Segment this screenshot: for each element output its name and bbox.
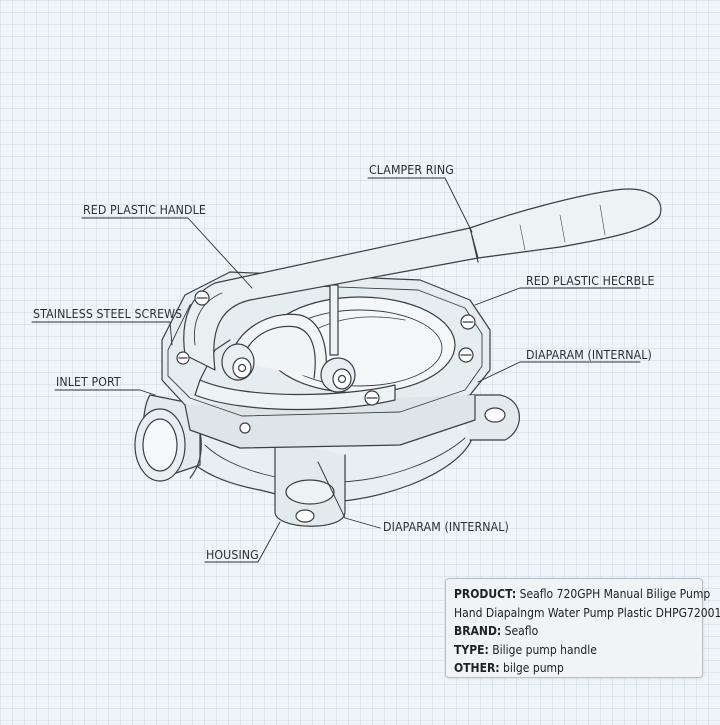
info-product-row-2: Hand Diapalngm Water Pump Plastic DHPG72… bbox=[454, 604, 720, 623]
info-type-value: Bilige pump handle bbox=[492, 642, 597, 657]
leader-lines bbox=[31, 177, 641, 563]
info-other-key: OTHER: bbox=[454, 661, 500, 675]
label-stainless-steel-screws: STAINLESS STEEL SCREWS bbox=[33, 307, 183, 321]
product-info-box: PRODUCT: Seaflo 720GPH Manual Bilige Pum… bbox=[445, 578, 720, 678]
label-red-plastic-handle: RED PLASTIC HANDLE bbox=[83, 203, 206, 217]
screw-2 bbox=[460, 314, 476, 330]
leader-stainless-steel-screws bbox=[31, 321, 173, 346]
info-type-row: TYPE: Bilige pump handle bbox=[454, 641, 670, 660]
info-brand-value: Seaflo bbox=[504, 624, 539, 638]
pump-handle bbox=[183, 188, 662, 371]
label-inlet-port: INLET PORT bbox=[56, 375, 121, 389]
screw-4 bbox=[364, 390, 380, 406]
leader-housing bbox=[204, 521, 281, 563]
pivot-left bbox=[221, 343, 255, 381]
label-diaparam-internal-right: DIAPARAM (INTERNAL) bbox=[526, 348, 652, 362]
mounting-foot-bottom bbox=[274, 439, 346, 527]
info-product-key: PRODUCT: bbox=[454, 587, 517, 601]
leader-red-plastic-handle bbox=[81, 217, 253, 289]
screw-3 bbox=[458, 347, 474, 363]
leader-inlet-port bbox=[54, 389, 156, 396]
stainless-steel-screws bbox=[176, 290, 476, 434]
info-other-value: bilge pump bbox=[503, 661, 564, 675]
screw-1 bbox=[194, 290, 210, 306]
label-housing: HOUSING bbox=[206, 548, 259, 562]
inlet-port bbox=[134, 394, 202, 482]
info-brand-row: BRAND: Seaflo bbox=[454, 622, 670, 641]
leader-red-plastic-hecrble bbox=[474, 287, 641, 306]
pivot-right bbox=[320, 357, 356, 393]
info-product-value: Seaflo 720GPH Manual Bilige Pump bbox=[519, 587, 711, 601]
info-other-row: OTHER: bilge pump bbox=[454, 659, 670, 678]
info-product-row: PRODUCT: Seaflo 720GPH Manual Bilige Pum… bbox=[454, 585, 710, 604]
info-brand-key: BRAND: bbox=[454, 624, 502, 638]
clamp-ring bbox=[194, 339, 396, 411]
screw-5 bbox=[176, 351, 190, 365]
leader-diaparam-right bbox=[477, 361, 641, 383]
label-diaparam-internal-bottom: DIAPARAM (INTERNAL) bbox=[383, 520, 509, 534]
leader-clamper-ring bbox=[367, 177, 473, 233]
label-red-plastic-hecrble: RED PLASTIC HECRBLE bbox=[526, 274, 655, 288]
label-clamper-ring: CLAMPER RING bbox=[369, 163, 454, 177]
screw-6 bbox=[239, 422, 251, 434]
info-type-key: TYPE: bbox=[454, 642, 489, 657]
info-product-value-line2: Hand Diapalngm Water Pump Plastic DHPG72… bbox=[454, 605, 720, 620]
leader-diaparam-bottom bbox=[317, 461, 381, 529]
